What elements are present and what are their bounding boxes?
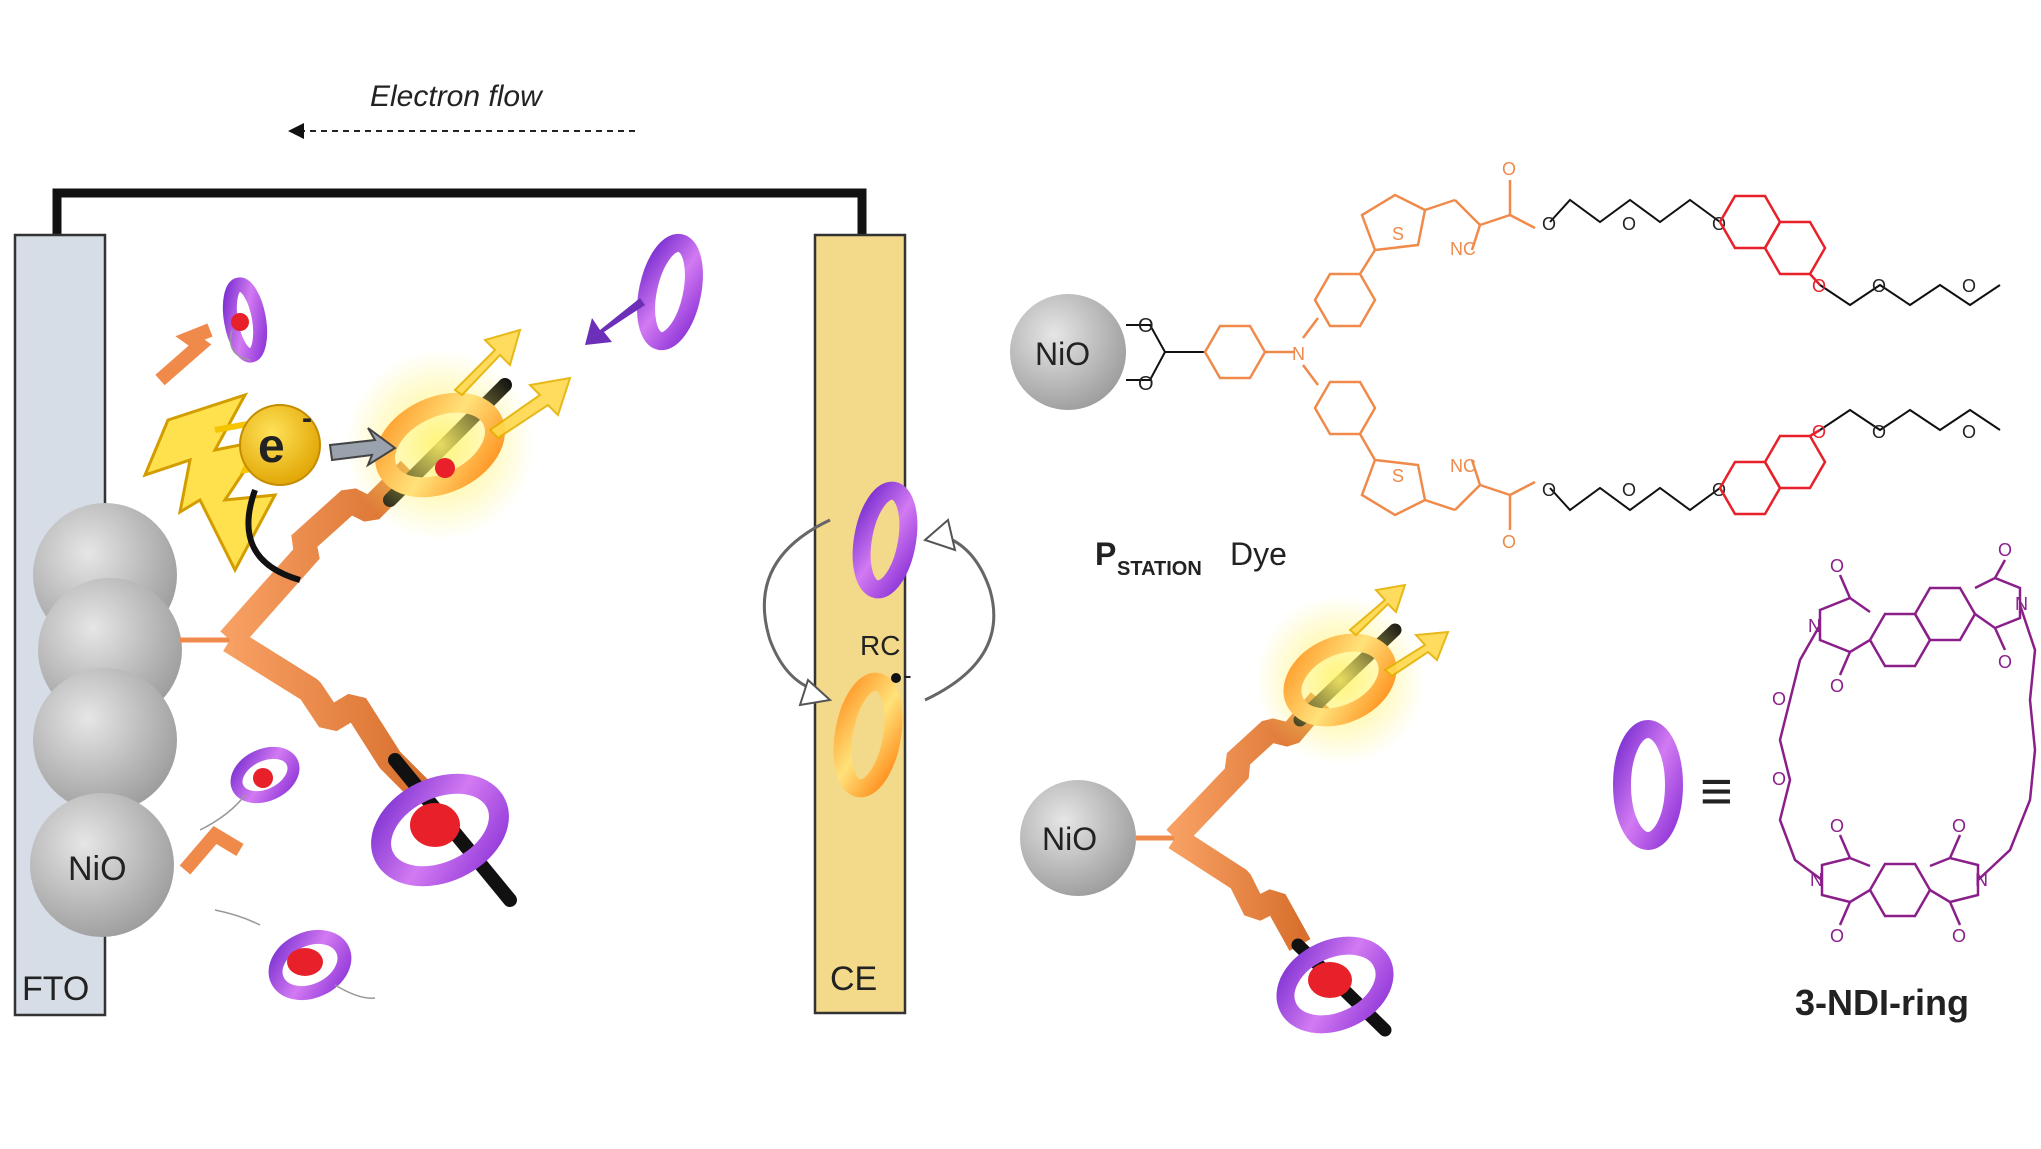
- atom-o-carbonyl-upper: O: [1502, 159, 1516, 179]
- purple-ring-lower-left: [371, 773, 509, 887]
- rc-dot: [891, 673, 901, 683]
- electron-flow-arrowhead: [288, 123, 304, 139]
- atom-o-carbonyl-lower: O: [1502, 532, 1516, 552]
- atom-n-ndi: N: [1810, 870, 1823, 890]
- atom-o-ndi: O: [1830, 556, 1844, 576]
- atom-o-ether: O: [1962, 276, 1976, 296]
- atom-nc-lower: NC: [1450, 456, 1476, 476]
- atom-nc-upper: NC: [1450, 239, 1476, 259]
- orange-ring-upper-left: [375, 392, 505, 498]
- red-bead-lower: [410, 803, 460, 847]
- nio-label-structure: NiO: [1035, 336, 1090, 372]
- rc-cycle: RC -: [762, 481, 996, 798]
- atom-n-ndi: N: [1975, 870, 1988, 890]
- external-circuit-wire: [52, 188, 867, 240]
- rc-label: RC: [860, 630, 900, 661]
- atom-o-ndi: O: [1830, 926, 1844, 946]
- atom-o-ether: O: [1542, 480, 1556, 500]
- dye-label-word: Dye: [1230, 536, 1287, 572]
- ndi-ring-legend: ≡ N N N N: [1613, 540, 2037, 1023]
- atom-o-ndi: O: [1830, 676, 1844, 696]
- atom-o-ndi: O: [1772, 769, 1786, 789]
- free-dye-mid: [179, 746, 300, 875]
- nio-sphere-structure: [1010, 294, 1126, 410]
- equiv-symbol: ≡: [1700, 759, 1733, 822]
- electron-flow-label: Electron flow: [370, 80, 544, 113]
- atom-o-ndi: O: [1772, 689, 1786, 709]
- atom-n-ndi: N: [1808, 616, 1821, 636]
- emission-arrows-upper-left: [453, 328, 572, 440]
- ce-label: CE: [830, 960, 877, 998]
- dye-cartoon-right: NiO: [1020, 583, 1450, 1037]
- free-ring-top: [637, 233, 703, 351]
- atom-o-ether: O: [1872, 422, 1886, 442]
- ndi-ring-label: 3-NDI-ring: [1795, 982, 1969, 1023]
- atom-n: N: [1292, 344, 1305, 364]
- atom-s-lower: S: [1392, 466, 1404, 486]
- ring-approach-arrow: [585, 298, 645, 345]
- electron-return-arc: [245, 488, 301, 583]
- nio-sphere-stack: NiO: [30, 503, 182, 937]
- atom-s-upper: S: [1392, 224, 1404, 244]
- dye-label-p: P: [1095, 536, 1116, 572]
- atom-o-ndi: O: [1998, 540, 2012, 560]
- atom-o-ether: O: [1622, 480, 1636, 500]
- electron-icon: [239, 404, 321, 486]
- atom-o-naph: O: [1812, 422, 1826, 442]
- atom-o: O: [1138, 315, 1154, 337]
- nio-label-cartoon: NiO: [1042, 821, 1097, 857]
- atom-o-ndi: O: [1952, 816, 1966, 836]
- atom-o-ndi: O: [1830, 816, 1844, 836]
- atom-o: O: [1138, 373, 1154, 395]
- atom-o-ether: O: [1542, 214, 1556, 234]
- rc-charge: -: [903, 660, 912, 690]
- atom-o-naph: O: [1812, 276, 1826, 296]
- pstation-dye-structure: NiO O O: [1010, 159, 2001, 580]
- dye-label-sub: STATION: [1117, 558, 1202, 580]
- fto-label: FTO: [22, 970, 89, 1008]
- free-dye-bottom: [214, 909, 376, 1001]
- red-bead-upper: [435, 458, 455, 478]
- nio-label-left: NiO: [68, 850, 127, 888]
- atom-o-ether: O: [1622, 214, 1636, 234]
- atom-n-ndi: N: [2015, 594, 2028, 614]
- glow-upper-left: [345, 350, 535, 540]
- atom-o-ndi: O: [1998, 652, 2012, 672]
- ce-electrode: [813, 233, 907, 1015]
- atom-o-ether: O: [1872, 276, 1886, 296]
- ndi-structure: [1778, 559, 2037, 926]
- free-dye-top: [155, 277, 268, 386]
- electron-charge: -: [302, 402, 312, 435]
- electron-transfer-arrow: [328, 427, 397, 468]
- atom-o-ether: O: [1962, 422, 1976, 442]
- electron-label: e: [258, 420, 285, 473]
- atom-o-ndi: O: [1952, 926, 1966, 946]
